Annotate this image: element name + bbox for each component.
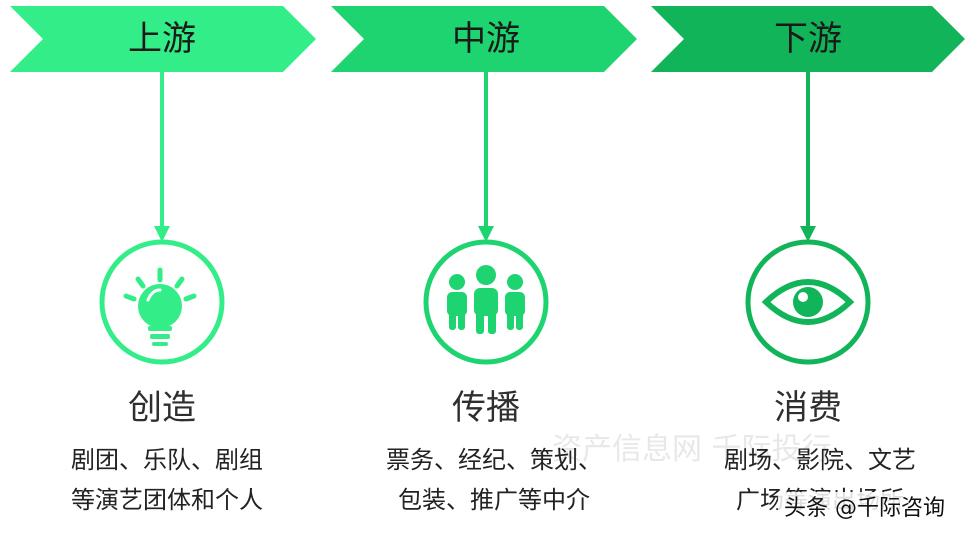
eye-icon [745, 239, 871, 365]
downstream-title: 消费 [774, 388, 842, 428]
downstream-chevron [651, 6, 965, 72]
source-credit: 头条 @千际咨询 [778, 492, 951, 526]
downstream-label: 下游 [774, 19, 842, 59]
midstream-chevron [331, 6, 637, 72]
downstream-desc-line-1: 剧场、影院、文艺 [724, 446, 916, 474]
upstream-title: 创造 [128, 388, 196, 428]
midstream-title: 传播 [452, 388, 520, 428]
watermark: 资产信息网 千际投行 [552, 432, 832, 467]
upstream-arrow [154, 72, 170, 242]
midstream-label: 中游 [452, 19, 520, 59]
upstream-label: 上游 [128, 19, 196, 59]
upstream-desc-line-1: 剧团、乐队、剧组 [71, 446, 263, 474]
downstream-arrow [800, 72, 816, 242]
upstream-chevron [10, 6, 316, 72]
midstream-arrow [478, 72, 494, 242]
midstream-desc-line-2: 包装、推广等中介 [398, 486, 590, 514]
midstream-description: 票务、经纪、策划、 包装、推广等中介 [364, 440, 624, 520]
upstream-description: 剧团、乐队、剧组 等演艺团体和个人 [37, 440, 297, 520]
lightbulb-icon [99, 239, 225, 365]
people-group-icon [423, 239, 549, 365]
upstream-desc-line-2: 等演艺团体和个人 [71, 486, 263, 514]
midstream-desc-line-1: 票务、经纪、策划、 [386, 446, 602, 474]
